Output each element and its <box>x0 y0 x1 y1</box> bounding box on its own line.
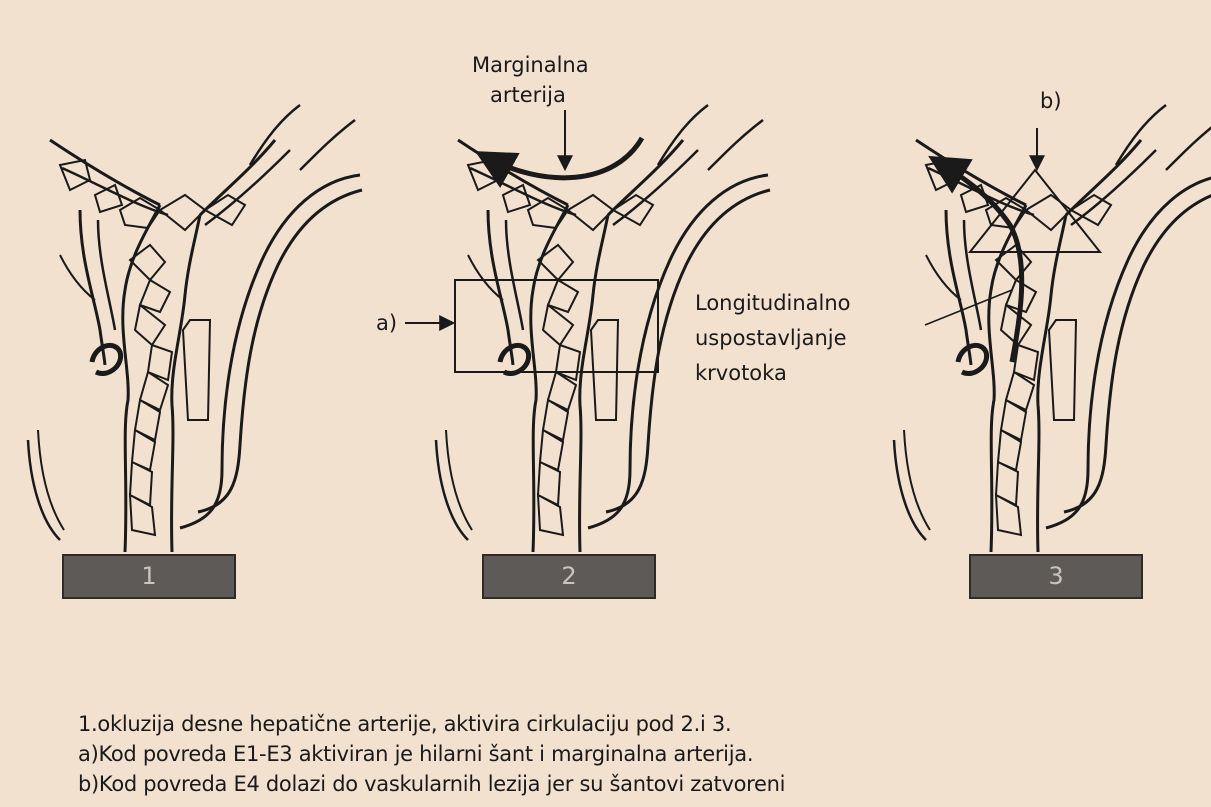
longitudinal-flow-arrow <box>935 160 1022 362</box>
longitudinal-label-line1: Longitudinalno <box>695 290 851 316</box>
b-triangle <box>970 170 1100 252</box>
label-a: a) <box>376 310 397 336</box>
caption-line-2: a)Kod povreda E1-E3 aktiviran je hilarni… <box>78 740 753 768</box>
panel-1-tree <box>28 105 362 552</box>
marginal-label-line2: arterija <box>490 82 566 108</box>
panel-3-tree <box>894 105 1211 552</box>
panel-label-2: 2 <box>482 554 656 599</box>
longitudinal-label-line2: uspostavljanje <box>695 325 847 351</box>
panel-label-3: 3 <box>969 554 1143 599</box>
hilar-box <box>455 280 658 372</box>
label-b: b) <box>1040 88 1062 114</box>
caption-line-1: 1.okluzija desne hepatične arterije, akt… <box>78 710 731 738</box>
longitudinal-label-line3: krvotoka <box>695 360 787 386</box>
panel-label-1: 1 <box>62 554 236 599</box>
marginal-label-line1: Marginalna <box>472 52 589 78</box>
caption-line-3: b)Kod povreda E4 dolazi do vaskularnih l… <box>78 770 785 798</box>
longitudinal-leader-line <box>925 290 1012 325</box>
